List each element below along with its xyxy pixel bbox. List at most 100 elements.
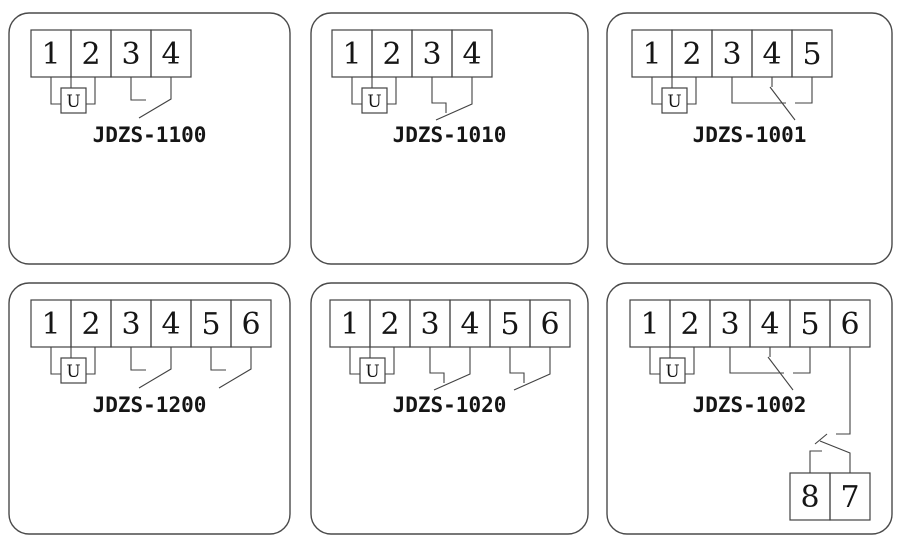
coil-lead-right [685, 347, 695, 375]
coil-box [60, 357, 87, 384]
terminal-number: 3 [722, 37, 741, 72]
panel-border [606, 282, 893, 535]
contact-fixed-lead [210, 347, 226, 371]
contact-changeover [729, 347, 811, 391]
contact-blade [767, 356, 794, 391]
contact-fixed-lead [431, 77, 447, 113]
contact-fixed-lead [809, 450, 822, 473]
coil-lead-left [351, 77, 362, 105]
aux-terminal-number: 7 [840, 480, 859, 515]
panel-border [606, 12, 893, 265]
coil-label: U [367, 92, 381, 112]
terminal-number: 3 [720, 307, 739, 342]
terminal-number: 5 [800, 307, 819, 342]
coil-lead-left [649, 347, 660, 375]
coil-label: U [667, 92, 681, 112]
coil-assembly: U [50, 347, 96, 384]
coil-label: U [665, 362, 679, 382]
contact-blade [769, 86, 796, 121]
terminal-number: 2 [382, 37, 401, 72]
contact-blade [435, 77, 473, 121]
contact-fixed-lead [429, 347, 445, 383]
terminal-number: 4 [161, 37, 180, 72]
coil-lead-right [385, 347, 395, 375]
terminal-number: 5 [500, 307, 519, 342]
terminal-number: 3 [420, 307, 439, 342]
model-label: JDZS-1001 [693, 123, 807, 147]
coil-lead-left [651, 77, 662, 105]
coil-box [661, 87, 688, 114]
terminal-number: 6 [540, 307, 559, 342]
contact-blade [138, 77, 172, 119]
contact-normally-closed [429, 347, 471, 391]
coil-lead-right [687, 77, 697, 105]
coil-label: U [66, 362, 80, 382]
coil-lead-right [387, 77, 397, 105]
terminal-number: 5 [201, 307, 220, 342]
coil-assembly: U [349, 347, 395, 384]
model-label: JDZS-1200 [93, 393, 207, 417]
terminal-number: 5 [802, 37, 821, 72]
common-lead [836, 347, 851, 435]
model-label: JDZS-1100 [93, 123, 207, 147]
terminal-number: 4 [760, 307, 779, 342]
coil-box [659, 357, 686, 384]
terminal-number: 1 [342, 37, 361, 72]
coil-lead-left [50, 347, 61, 375]
coil-assembly: U [50, 77, 96, 114]
terminal-number: 6 [840, 307, 859, 342]
terminal-number: 3 [422, 37, 441, 72]
coil-label: U [66, 92, 80, 112]
coil-lead-right [86, 347, 96, 375]
contact-normally-open [130, 347, 172, 389]
contact-fixed-lead [130, 347, 146, 371]
contact-fixed-lead [729, 347, 784, 374]
terminal-number: 1 [41, 37, 60, 72]
contact-changeover [731, 77, 813, 121]
coil-label: U [365, 362, 379, 382]
coil-box [60, 87, 87, 114]
terminal-number: 4 [462, 37, 481, 72]
terminal-number: 4 [161, 307, 180, 342]
contact-blade [819, 440, 851, 473]
terminal-number: 4 [460, 307, 479, 342]
contact-tick [814, 433, 828, 445]
terminal-number: 2 [81, 37, 100, 72]
model-label: JDZS-1020 [393, 393, 507, 417]
contact-blade [218, 347, 252, 389]
panel-border [8, 12, 291, 265]
terminal-number: 1 [640, 307, 659, 342]
terminal-number: 4 [762, 37, 781, 72]
terminal-number: 1 [642, 37, 661, 72]
terminal-number: 1 [340, 307, 359, 342]
contact-blade [433, 347, 471, 391]
panel-border [8, 282, 291, 535]
terminal-number: 2 [81, 307, 100, 342]
contact-fixed-lead [795, 77, 813, 104]
contact-fixed-lead [793, 347, 811, 374]
model-label: JDZS-1002 [693, 393, 807, 417]
terminal-number: 3 [121, 37, 140, 72]
aux-terminal-cell [829, 472, 871, 521]
terminal-number: 6 [241, 307, 260, 342]
contact-normally-closed [509, 347, 551, 391]
terminal-number: 3 [121, 307, 140, 342]
coil-assembly: U [649, 347, 695, 384]
contact-fixed-lead [130, 77, 146, 101]
contact-normally-open [210, 347, 252, 389]
model-label: JDZS-1010 [393, 123, 507, 147]
contact-blade [138, 347, 172, 389]
